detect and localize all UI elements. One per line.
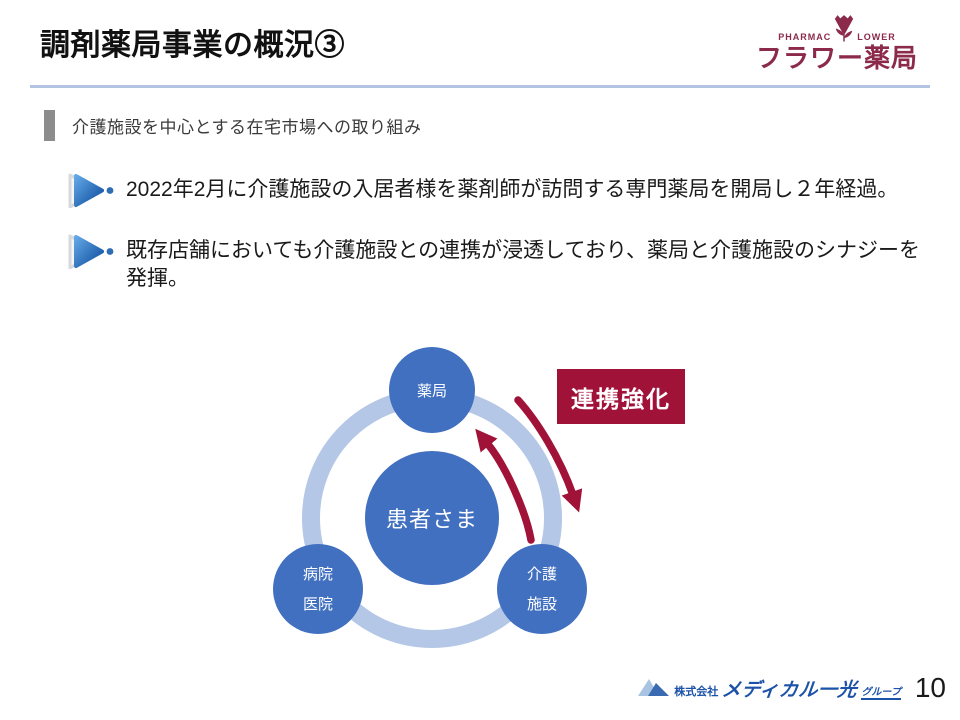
diagram-node-patient: 患者さま	[365, 451, 499, 585]
flower-pharmacy-logo: PHARMAC LOWER フラワー薬局	[742, 14, 932, 73]
section-heading: 介護施設を中心とする在宅市場への取り組み	[44, 110, 422, 141]
node-label: 病院	[302, 565, 333, 583]
section-heading-bar	[44, 110, 55, 141]
diagram-node-hospital-clinic: 病院 医院	[273, 544, 363, 634]
bullet-list: 2022年2月に介護施設の入居者様を薬剤師が訪問する専門薬局を開局し２年経過。 …	[66, 172, 926, 313]
page-title: 調剤薬局事業の概況③	[40, 29, 345, 62]
bullet-item: 既存店舗においても介護施設との連携が浸透しており、薬局と介護施設のシナジーを発揮…	[66, 233, 926, 293]
footer: 株式会社 メディカル一光 グループ 10	[638, 672, 946, 704]
bullet-text: 既存店舗においても介護施設との連携が浸透しており、薬局と介護施設のシナジーを発揮…	[126, 239, 921, 290]
node-label: 施設	[526, 595, 557, 613]
mountain-triangles-icon	[638, 675, 670, 702]
section-heading-text: 介護施設を中心とする在宅市場への取り組み	[72, 118, 422, 137]
node-label: 患者さま	[385, 507, 478, 532]
cooperation-callout: 連携強化	[557, 369, 685, 424]
node-label: 介護	[526, 565, 557, 583]
tulip-flower-icon	[833, 14, 855, 44]
company-suffix: グループ	[861, 683, 901, 700]
bullet-text: 2022年2月に介護施設の入居者様を薬剤師が訪問する専門薬局を開局し２年経過。	[126, 178, 899, 201]
blue-play-arrow-icon	[66, 233, 114, 274]
page-number: 10	[914, 672, 946, 703]
brand-lower-text: LOWER	[857, 32, 896, 42]
node-label: 薬局	[416, 382, 447, 400]
bullet-item: 2022年2月に介護施設の入居者様を薬剤師が訪問する専門薬局を開局し２年経過。	[66, 172, 926, 213]
diagram-node-care-facility: 介護 施設	[497, 544, 587, 634]
company-name: メディカル一光	[720, 679, 859, 701]
node-label: 医院	[302, 595, 333, 613]
brand-name: フラワー薬局	[755, 43, 918, 73]
medical-ikkou-logo: 株式会社 メディカル一光 グループ	[638, 675, 901, 702]
diagram-node-pharmacy: 薬局	[389, 347, 475, 433]
brand-pharmac-text: PHARMAC	[778, 32, 832, 42]
brand-top-row: PHARMAC LOWER	[778, 14, 896, 44]
company-prefix: 株式会社	[674, 686, 719, 698]
header-divider	[30, 85, 930, 88]
blue-play-arrow-icon	[66, 172, 114, 213]
